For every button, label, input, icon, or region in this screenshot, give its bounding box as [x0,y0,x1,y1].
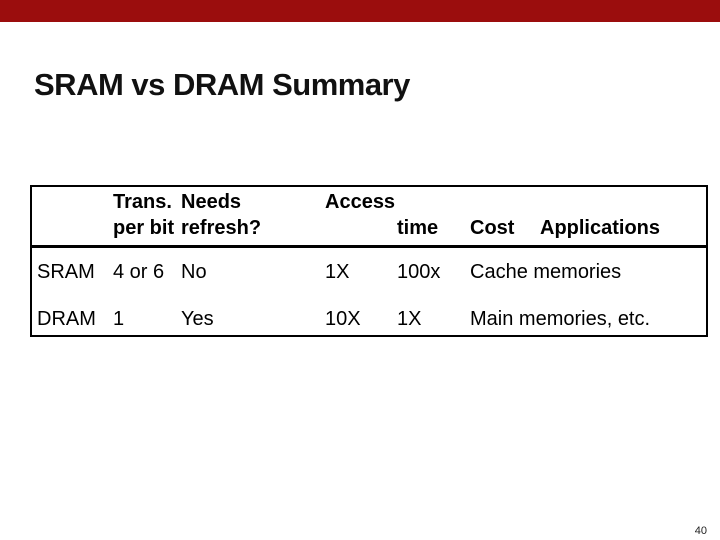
header-trans-line1: Trans. [113,191,172,213]
header-needs-line1: Needs [181,191,242,213]
header-access: Access [325,191,396,213]
row-sram-access-time: 1X [325,261,350,283]
header-time: time [397,217,439,239]
header-applications: Applications [540,217,661,239]
row-dram-applications: Main memories, etc. [470,308,651,330]
header-cost: Cost [470,217,515,239]
page-number: 40 [694,525,707,537]
row-dram-access-time: 10X [325,308,361,330]
header-needs-line2: refresh? [181,217,262,239]
row-sram-cost: 100x [397,261,441,283]
row-dram-needs-refresh: Yes [181,308,214,330]
row-sram-label: SRAM [37,261,95,283]
table-header-divider [32,245,706,248]
top-accent-bar [0,0,720,22]
row-dram-cost: 1X [397,308,422,330]
row-dram-label: DRAM [37,308,96,330]
slide-title: SRAM vs DRAM Summary [34,66,410,102]
row-sram-trans-per-bit: 4 or 6 [113,261,165,283]
header-trans-line2: per bit [113,217,175,239]
row-dram-trans-per-bit: 1 [113,308,125,330]
row-sram-applications: Cache memories [470,261,622,283]
sram-dram-table: Trans. Needs Access per bit refresh? tim… [30,185,708,337]
row-sram-needs-refresh: No [181,261,207,283]
